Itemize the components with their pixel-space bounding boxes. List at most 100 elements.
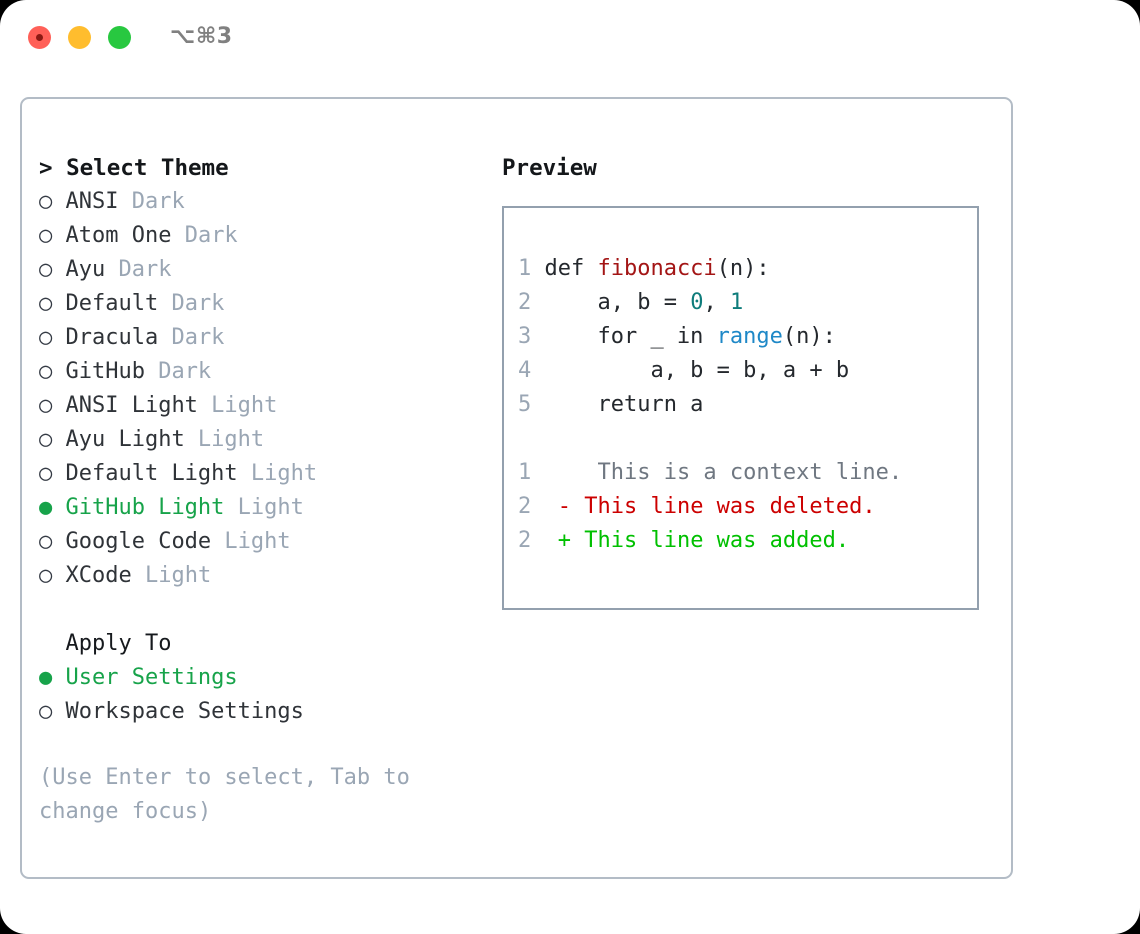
theme-option-dracula[interactable]: ○ Dracula Dark: [39, 321, 479, 355]
main-panel: > Select Theme ○ ANSI Dark○ Atom One Dar…: [20, 97, 1013, 879]
diff-lines: 1 This is a context line. 2 - This line w…: [504, 456, 977, 558]
code-token-num: 0: [690, 290, 704, 315]
radio-unselected-icon: ○: [39, 257, 53, 282]
code-token-num: 1: [729, 290, 744, 315]
theme-option-default-light[interactable]: ○ Default Light Light: [39, 457, 479, 491]
theme-option-tag: Light: [197, 393, 278, 418]
diff-line: 2 - This line was deleted.: [504, 490, 977, 524]
code-diff-spacer: [504, 422, 977, 456]
radio-unselected-icon: ○: [39, 223, 53, 248]
theme-option-github[interactable]: ○ GitHub Dark: [39, 355, 479, 389]
code-line: 4 a, b = b, a + b: [504, 354, 977, 388]
theme-option-tag: Light: [224, 495, 304, 520]
keyboard-hint-text: (Use Enter to select, Tab to change focu…: [39, 765, 410, 824]
code-token-plain: (n):: [782, 324, 836, 349]
traffic-light-group: [28, 26, 131, 49]
radio-unselected-icon: ○: [39, 189, 53, 214]
theme-option-google-code[interactable]: ○ Google Code Light: [39, 525, 479, 559]
code-line-number: 1: [518, 256, 532, 281]
code-token-plain: a, b =: [544, 290, 691, 315]
code-line-number: 3: [518, 324, 532, 349]
code-token-plain: for _ in: [544, 324, 717, 349]
radio-unselected-icon: ○: [39, 427, 53, 452]
radio-unselected-icon: ○: [39, 393, 53, 418]
code-token-plain: return a: [544, 392, 704, 417]
diff-line-number: 2: [518, 494, 532, 519]
theme-option-label: Ayu Light: [52, 427, 185, 452]
code-gutter-space: [531, 324, 544, 349]
theme-option-tag: Dark: [158, 291, 225, 316]
theme-option-ansi[interactable]: ○ ANSI Dark: [39, 185, 479, 219]
theme-option-ayu[interactable]: ○ Ayu Dark: [39, 253, 479, 287]
theme-option-github-light[interactable]: ● GitHub Light Light: [39, 491, 479, 525]
radio-unselected-icon: ○: [39, 529, 53, 554]
diff-line-text-del: - This line was deleted.: [531, 494, 876, 519]
theme-option-default[interactable]: ○ Default Dark: [39, 287, 479, 321]
diff-text: This line was added.: [570, 528, 850, 553]
apply-to-option-list: ● User Settings○ Workspace Settings: [39, 661, 479, 729]
theme-option-tag: Dark: [144, 359, 212, 384]
theme-option-label: GitHub: [52, 359, 145, 384]
keyboard-shortcut-label: ⌥⌘3: [170, 24, 233, 49]
apply-to-option-label: Workspace Settings: [52, 699, 304, 724]
radio-selected-icon: ●: [39, 495, 53, 520]
theme-option-label: Ayu: [52, 257, 106, 282]
code-gutter-space: [531, 358, 544, 383]
theme-option-label: Dracula: [52, 325, 159, 350]
code-line: 5 return a: [504, 388, 977, 422]
diff-text: This is a context line.: [570, 460, 903, 485]
code-token-plain: (n):: [716, 256, 770, 281]
apply-to-option-user-settings[interactable]: ● User Settings: [39, 661, 479, 695]
apply-to-option-workspace-settings[interactable]: ○ Workspace Settings: [39, 695, 479, 729]
theme-option-label: Atom One: [52, 223, 172, 248]
theme-option-tag: Light: [211, 529, 291, 554]
code-token-plain: ,: [703, 290, 730, 315]
code-line-number: 5: [518, 392, 532, 417]
theme-option-ansi-light[interactable]: ○ ANSI Light Light: [39, 389, 479, 423]
theme-option-label: Google Code: [52, 529, 212, 554]
theme-selection-column: > Select Theme ○ ANSI Dark○ Atom One Dar…: [39, 151, 479, 729]
minimize-button-icon[interactable]: [68, 26, 91, 49]
code-preview-box: 1 def fibonacci(n): 2 a, b = 0, 1 3 for _ …: [502, 206, 979, 610]
diff-line-number: 1: [518, 460, 532, 485]
theme-option-ayu-light[interactable]: ○ Ayu Light Light: [39, 423, 479, 457]
radio-unselected-icon: ○: [39, 461, 53, 486]
code-gutter-space: [531, 392, 544, 417]
diff-line-text-add: + This line was added.: [531, 528, 849, 553]
theme-option-tag: Dark: [171, 223, 238, 248]
theme-option-atom-one[interactable]: ○ Atom One Dark: [39, 219, 479, 253]
diff-text: This line was deleted.: [570, 494, 876, 519]
theme-option-tag: Dark: [105, 257, 172, 282]
diff-line-text-context: This is a context line.: [531, 460, 902, 485]
radio-unselected-icon: ○: [39, 699, 53, 724]
code-line: 1 def fibonacci(n):: [504, 252, 977, 286]
code-token-plain: a, b = b, a + b: [544, 358, 850, 383]
close-button-icon[interactable]: [28, 26, 51, 49]
theme-option-tag: Light: [131, 563, 212, 588]
theme-option-label: ANSI Light: [52, 393, 198, 418]
radio-unselected-icon: ○: [39, 291, 53, 316]
theme-option-label: ANSI: [52, 189, 119, 214]
diff-line: 2 + This line was added.: [504, 524, 977, 558]
preview-column: Preview 1 def fibonacci(n): 2 a, b = 0, 1…: [502, 151, 1002, 610]
theme-option-list: ○ ANSI Dark○ Atom One Dark○ Ayu Dark○ De…: [39, 185, 479, 593]
code-token-builtin: range: [716, 324, 783, 349]
window-titlebar: ⌥⌘3: [0, 0, 1140, 78]
theme-option-tag: Dark: [118, 189, 185, 214]
apply-to-option-label: User Settings: [52, 665, 238, 690]
theme-option-label: Default: [52, 291, 159, 316]
theme-option-tag: Light: [184, 427, 265, 452]
diff-sign: [531, 460, 571, 485]
code-gutter-space: [531, 290, 544, 315]
code-line-number: 2: [518, 290, 532, 315]
radio-unselected-icon: ○: [39, 325, 53, 350]
apply-to-section: Apply To ● User Settings○ Workspace Sett…: [39, 627, 479, 729]
radio-unselected-icon: ○: [39, 359, 53, 384]
zoom-button-icon[interactable]: [108, 26, 131, 49]
radio-selected-icon: ●: [39, 665, 53, 690]
code-line: 3 for _ in range(n):: [504, 320, 977, 354]
preview-header: Preview: [502, 155, 597, 181]
theme-option-xcode[interactable]: ○ XCode Light: [39, 559, 479, 593]
radio-unselected-icon: ○: [39, 563, 53, 588]
theme-option-label: GitHub Light: [52, 495, 225, 520]
